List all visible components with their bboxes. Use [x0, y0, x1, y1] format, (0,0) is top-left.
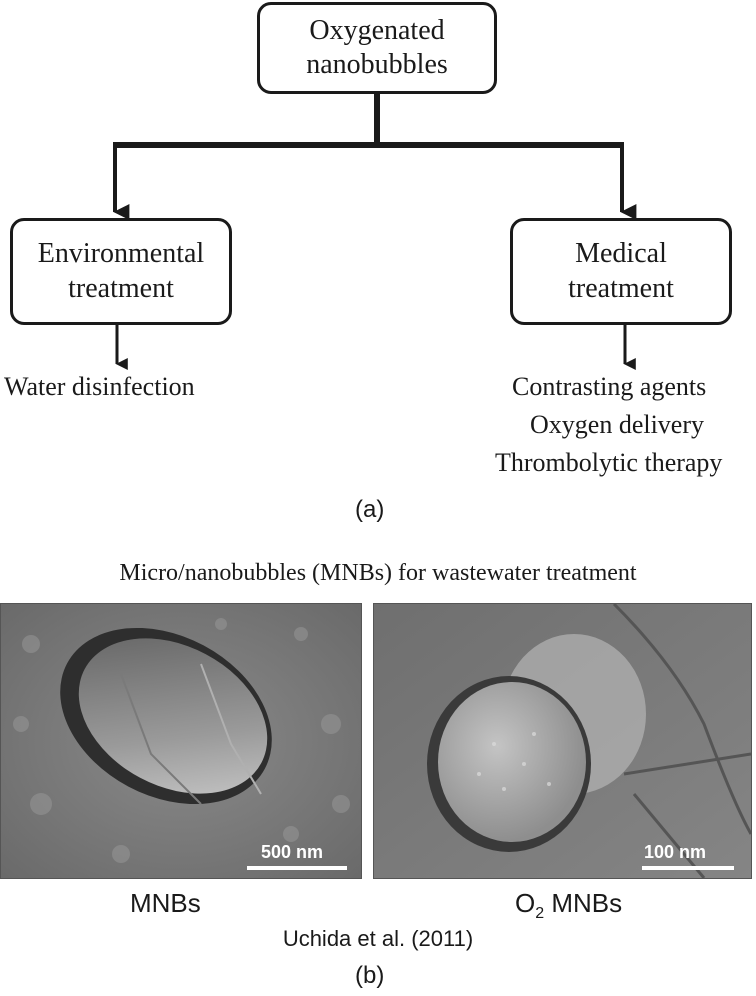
environmental-box-line1: Environmental — [37, 238, 205, 270]
root-box-line1: Oxygenated — [309, 14, 445, 46]
medical-box-line1: Medical — [575, 238, 667, 270]
o2-mnb-bubble-picture — [374, 604, 751, 878]
citation-uchida: Uchida et al. (2011) — [282, 926, 474, 951]
application-oxygen-delivery: Oxygen delivery — [530, 410, 705, 439]
scale-label-100nm: 100 nm — [644, 842, 707, 862]
mnb-bubble-picture — [1, 604, 361, 878]
application-contrasting-agents: Contrasting agents — [512, 372, 707, 401]
sem-image-mnbs: 500 nm — [0, 603, 362, 879]
scale-bar-500nm — [247, 866, 347, 870]
caption-o2-mnbs: O2 MNBs — [515, 888, 622, 923]
environmental-box-line2: treatment — [68, 272, 174, 304]
sem-image-o2-mnbs: 100 nm — [373, 603, 752, 879]
flow-connectors — [113, 94, 637, 370]
medical-box-line2: treatment — [568, 272, 674, 304]
caption-o2-main: O — [515, 888, 536, 918]
caption-o2-rest: MNBs — [544, 888, 623, 918]
panel-b-label: (b) — [355, 962, 385, 989]
panel-b-title: Micro/nanobubbles (MNBs) for wastewater … — [119, 560, 637, 586]
medical-treatment-box: Medical treatment — [510, 218, 732, 325]
application-water-disinfection: Water disinfection — [4, 372, 195, 401]
application-thrombolytic-therapy: Thrombolytic therapy — [495, 448, 723, 477]
scale-bar-100nm — [642, 866, 734, 870]
caption-mnbs: MNBs — [130, 888, 201, 918]
scale-label-500nm: 500 nm — [261, 842, 324, 862]
environmental-treatment-box: Environmental treatment — [10, 218, 232, 325]
panel-a-label: (a) — [355, 496, 385, 523]
caption-o2-subscript: 2 — [535, 905, 545, 923]
root-box-line2: nanobubbles — [306, 49, 448, 80]
root-box-oxygenated-nanobubbles: Oxygenated nanobubbles — [257, 2, 497, 94]
